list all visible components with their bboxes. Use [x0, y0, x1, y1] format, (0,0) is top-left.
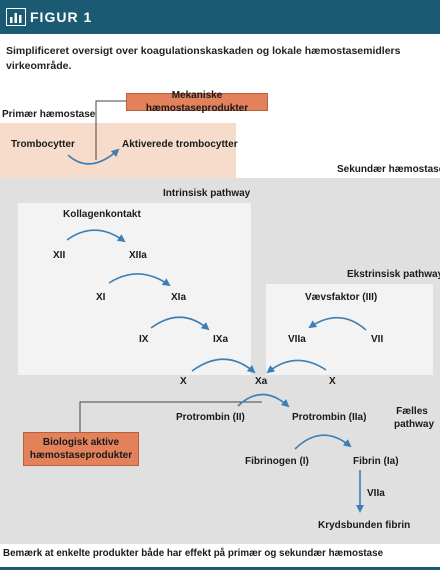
arrow-prothrombin: [237, 393, 290, 408]
bar-chart-icon: [6, 8, 26, 26]
arrow-xii-xiia: [66, 229, 126, 243]
node-collagen-contact: Kollagenkontakt: [63, 209, 141, 220]
node-viia-extrinsic: VIIa: [288, 334, 306, 345]
node-crosslinked-fibrin: Krydsbunden fibrin: [318, 520, 411, 531]
arrow-thrombocytes: [67, 148, 120, 165]
primary-hemostasis-label: Primær hæmostase: [2, 109, 96, 120]
figure-title: FIGUR 1: [30, 9, 93, 25]
arrow-x-xa-intrinsic: [191, 358, 256, 374]
figure-caption: Simplificeret oversigt over koagulations…: [6, 45, 401, 72]
extrinsic-pathway-title: Ekstrinsisk pathway: [347, 269, 440, 280]
node-fibrin: Fibrin (Ia): [353, 456, 399, 467]
node-thrombocytes: Trombocytter: [11, 139, 75, 150]
arrow-ix-ixa: [150, 316, 210, 331]
arrow-xi-xia: [108, 273, 171, 287]
node-tissue-factor: Vævsfaktor (III): [305, 292, 378, 303]
mechanical-products-box: Mekaniske hæmostaseprodukter: [126, 90, 268, 114]
node-activated-thrombocytes: Aktiverede trombocytter: [122, 139, 238, 150]
node-vii: VII: [371, 334, 384, 345]
arrow-vii-viia: [308, 316, 367, 331]
node-ixa: IXa: [213, 334, 229, 345]
node-xiia: XIIa: [129, 250, 147, 261]
node-x-intrinsic: X: [180, 376, 187, 387]
arrow-fibrinogen: [294, 434, 352, 450]
intrinsic-pathway-box: [18, 203, 251, 375]
node-xi: XI: [96, 292, 106, 303]
bottom-rule: [0, 567, 440, 570]
node-fibrinogen: Fibrinogen (I): [245, 456, 309, 467]
node-xii: XII: [53, 250, 66, 261]
node-xa: Xa: [255, 376, 268, 387]
common-pathway-title: Fælles pathway: [394, 406, 435, 430]
node-x-extrinsic: X: [329, 376, 336, 387]
biologic-products-box: Biologisk aktive hæmostaseprodukter: [23, 432, 139, 466]
node-ix: IX: [139, 334, 149, 345]
node-viia-common: VIIa: [367, 488, 385, 499]
extrinsic-pathway-box: [266, 284, 433, 375]
intrinsic-pathway-title: Intrinsisk pathway: [163, 188, 251, 199]
secondary-hemostasis-label: Sekundær hæmostase: [337, 164, 440, 175]
footnote: Bemærk at enkelte produkter både har eff…: [3, 548, 384, 559]
node-prothrombin: Protrombin (II): [176, 412, 245, 423]
node-xia: XIa: [171, 292, 187, 303]
mechanical-connector: [95, 100, 126, 160]
arrow-x-xa-extrinsic: [266, 359, 327, 374]
biologic-connector: [79, 401, 262, 432]
node-prothrombin-iia: Protrombin (IIa): [292, 412, 367, 423]
figure-header: FIGUR 1: [0, 0, 440, 34]
